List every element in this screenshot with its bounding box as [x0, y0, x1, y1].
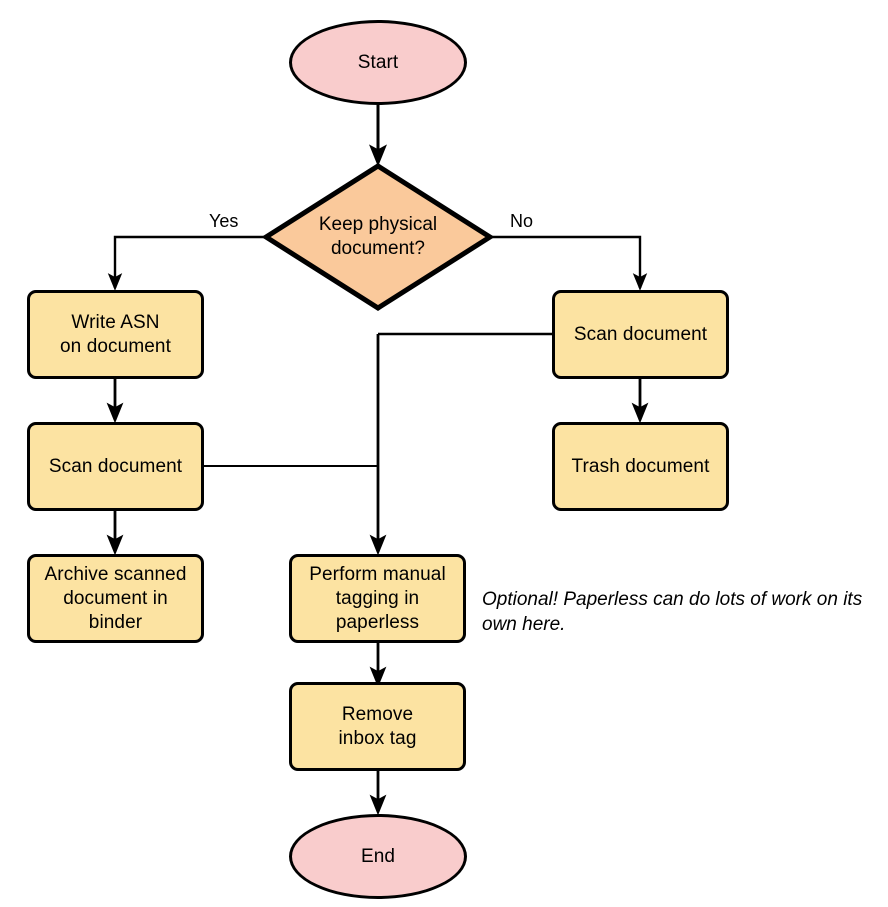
node-remove-inbox-tag[interactable]: Remove inbox tag	[289, 682, 466, 771]
node-archive-scanned-document[interactable]: Archive scanned document in binder	[27, 554, 204, 643]
node-archive-label: Archive scanned document in binder	[44, 563, 187, 633]
node-trash-document-label: Trash document	[571, 455, 710, 477]
node-end[interactable]: End	[289, 814, 467, 899]
node-perform-manual-tagging[interactable]: Perform manual tagging in paperless	[289, 554, 466, 643]
edge-label-no: No	[510, 211, 534, 231]
node-decision-keep-physical-document[interactable]: Keep physical document?	[263, 163, 493, 311]
node-scan-document-right-label: Scan document	[573, 323, 708, 345]
node-trash-document[interactable]: Trash document	[552, 422, 729, 511]
decision-diamond-shape	[263, 163, 493, 311]
node-tagging-label: Perform manual tagging in paperless	[309, 563, 446, 633]
node-write-asn-on-document[interactable]: Write ASN on document	[27, 290, 204, 379]
edge-label-yes: Yes	[209, 211, 239, 231]
edge-decision-no-to-scan-right	[491, 235, 648, 291]
node-scan-document-left-label: Scan document	[48, 455, 183, 477]
node-write-asn-label: Write ASN on document	[60, 311, 171, 357]
note-optional-paperless: Optional! Paperless can do lots of work …	[482, 589, 863, 635]
node-start[interactable]: Start	[289, 20, 467, 105]
node-scan-document-left[interactable]: Scan document	[27, 422, 204, 511]
node-scan-document-right[interactable]: Scan document	[552, 290, 729, 379]
node-remove-inbox-label: Remove inbox tag	[338, 703, 417, 749]
node-start-label: Start	[357, 51, 399, 73]
edge-decision-yes-to-write-asn	[107, 235, 265, 291]
node-decision-label: Keep physical document?	[318, 214, 438, 259]
node-end-label: End	[360, 845, 396, 867]
